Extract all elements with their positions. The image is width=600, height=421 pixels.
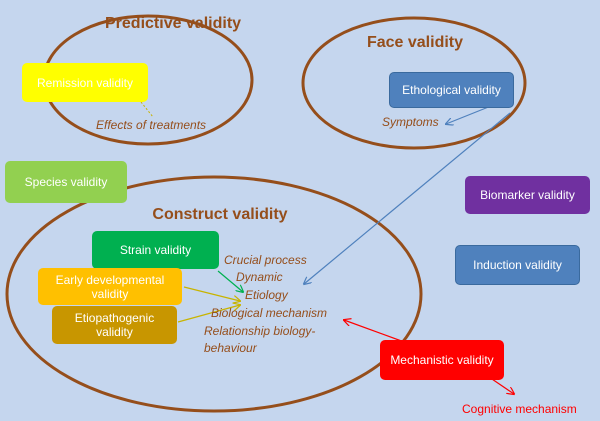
symptoms-note: Symptoms xyxy=(382,115,439,129)
predictive-validity-title: Predictive validity xyxy=(105,15,242,32)
strain-to-etiology-arrow xyxy=(217,270,243,292)
behaviour-note: behaviour xyxy=(204,341,257,355)
early-developmental-to-etiology-arrow xyxy=(183,286,240,301)
ethological-validity-box: Ethological validity xyxy=(389,72,514,108)
induction-validity-box: Induction validity xyxy=(455,245,580,285)
etiology-note: Etiology xyxy=(245,288,288,302)
mechanistic-to-construct-arrow xyxy=(344,320,408,344)
species-validity-box: Species validity xyxy=(5,161,127,203)
biomarker-validity-box: Biomarker validity xyxy=(465,176,590,214)
crucial-process-note: Crucial process xyxy=(224,253,307,267)
etiopathogenic-to-etiology-arrow xyxy=(177,305,240,323)
mechanistic-validity-box: Mechanistic validity xyxy=(380,340,504,380)
effects-of-treatments-note: Effects of treatments xyxy=(96,118,207,132)
remission-to-effects-connector xyxy=(140,101,154,118)
cognitive-mechanism-note: Cognitive mechanism xyxy=(462,402,577,416)
construct-validity-title: Construct validity xyxy=(152,206,288,223)
strain-validity-box: Strain validity xyxy=(92,231,219,269)
face-validity-ellipse xyxy=(301,16,527,150)
dynamic-note: Dynamic xyxy=(236,270,283,284)
face-to-construct-arrow xyxy=(304,112,511,284)
relationship-biology-note: Relationship biology- xyxy=(204,324,316,338)
etiopathogenic-validity-box: Etiopathogenic validity xyxy=(52,306,177,344)
construct-validity-ellipse xyxy=(5,175,423,413)
remission-validity-box: Remission validity xyxy=(22,63,148,102)
biological-mechanism-note: Biological mechanism xyxy=(211,306,328,320)
face-validity-title: Face validity xyxy=(366,34,464,51)
early-developmental-validity-box: Early developmental validity xyxy=(38,268,182,305)
